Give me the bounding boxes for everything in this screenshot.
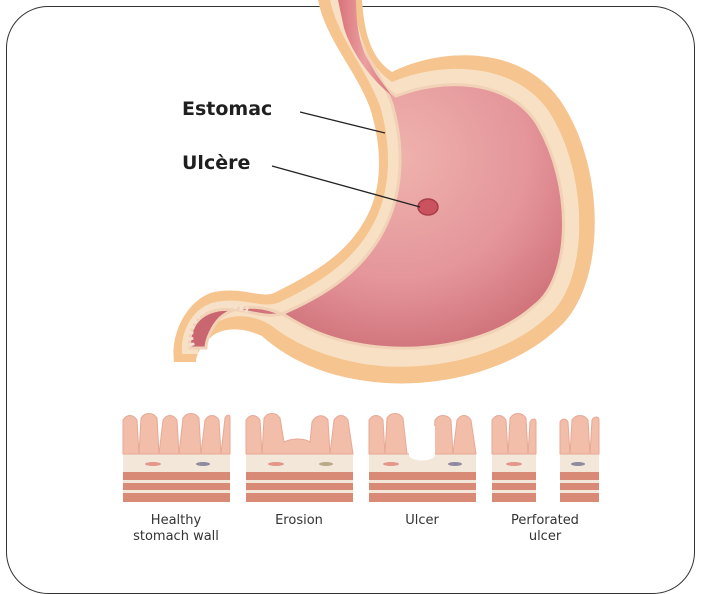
stage-ulcer [369, 414, 476, 503]
stomach-illustration [0, 0, 703, 579]
ulcer-spot [418, 199, 438, 215]
caption-perforated: Perforated ulcer [480, 513, 610, 545]
caption-healthy-line2: stomach wall [111, 529, 241, 545]
caption-healthy: Healthy stomach wall [111, 513, 241, 545]
stomach-label: Estomac [182, 98, 272, 120]
caption-erosion-line1: Erosion [234, 513, 364, 529]
caption-healthy-line1: Healthy [111, 513, 241, 529]
stage-erosion [246, 414, 353, 503]
stage-healthy-wall [123, 414, 230, 503]
caption-ulcer: Ulcer [357, 513, 487, 529]
ulcer-label: Ulcère [182, 152, 250, 174]
caption-ulcer-line1: Ulcer [357, 513, 487, 529]
caption-erosion: Erosion [234, 513, 364, 529]
stage-perforated [492, 414, 599, 503]
caption-perforated-line2: ulcer [480, 529, 610, 545]
caption-perforated-line1: Perforated [480, 513, 610, 529]
